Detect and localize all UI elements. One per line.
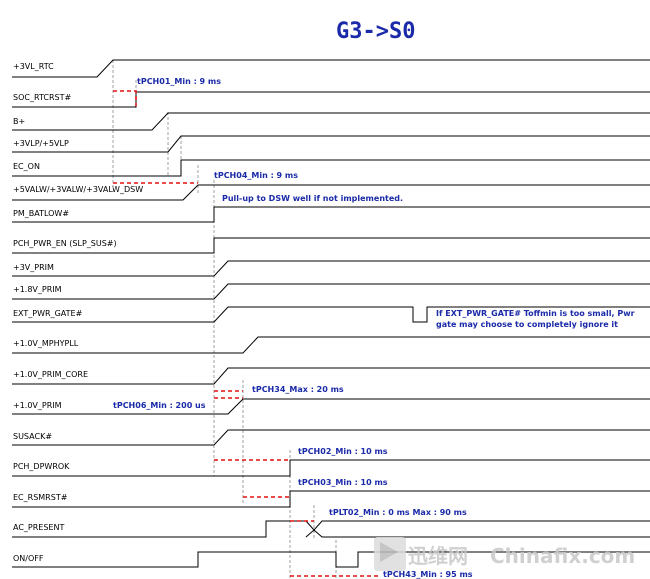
waveform-primcore bbox=[12, 367, 650, 385]
signal-label-rtc: +3VL_RTC bbox=[13, 62, 54, 71]
annotation-tpch02: tPCH02_Min : 10 ms bbox=[298, 447, 388, 456]
waveform-susack bbox=[12, 429, 650, 446]
waveform-valw bbox=[12, 184, 650, 201]
waveform-bplus bbox=[12, 112, 650, 131]
signal-label-batlow: PM_BATLOW# bbox=[13, 209, 69, 218]
signal-label-bplus: B+ bbox=[13, 117, 25, 126]
signal-label-susack: SUSACK# bbox=[13, 432, 52, 441]
annotation-tpch03: tPCH03_Min : 10 ms bbox=[298, 478, 388, 487]
waveform-vlp bbox=[12, 135, 650, 153]
watermark-logo-shape bbox=[380, 542, 398, 562]
signal-label-dpwrok: PCH_DPWROK bbox=[13, 462, 70, 471]
signal-label-pchpwren: PCH_PWR_EN (SLP_SUS#) bbox=[13, 239, 117, 248]
timing-marker-tpch01 bbox=[113, 90, 137, 106]
watermark-cn: 迅维网 bbox=[408, 544, 468, 568]
diagram-title: G3->S0 bbox=[336, 19, 415, 44]
waveform-econ bbox=[12, 159, 650, 177]
annotation-tpch43: tPCH43_Min : 95 ms bbox=[383, 570, 473, 579]
signal-label-valw: +5VALW/+3VALW/+3VALW_DSW bbox=[13, 185, 143, 194]
annotation-tpch34: tPCH34_Max : 20 ms bbox=[252, 385, 344, 394]
signal-label-primcore: +1.0V_PRIM_CORE bbox=[13, 370, 88, 379]
waveform-pchpwren bbox=[12, 237, 650, 254]
waveform-batlow bbox=[12, 206, 650, 223]
waveform-v10prim bbox=[12, 398, 650, 415]
annotation-tplt02: tPLT02_Min : 0 ms Max : 90 ms bbox=[329, 508, 467, 517]
annotation-tpch01: tPCH01_Min : 9 ms bbox=[137, 77, 221, 86]
signal-label-extpwr: EXT_PWR_GATE# bbox=[13, 309, 83, 318]
signal-label-vlp: +3VLP/+5VLP bbox=[13, 139, 69, 148]
annotation-tpch06: tPCH06_Min : 200 us bbox=[113, 401, 206, 410]
signal-label-rsmrst: EC_RSMRST# bbox=[13, 493, 68, 502]
signal-label-v18prim: +1.8V_PRIM bbox=[13, 285, 62, 294]
timing-markers bbox=[113, 90, 380, 577]
waveform-rsmrst bbox=[12, 490, 650, 508]
waveform-v18prim bbox=[12, 283, 650, 300]
signal-label-v10prim: +1.0V_PRIM bbox=[13, 401, 62, 410]
waveform-extpwr bbox=[12, 306, 650, 323]
annotation-extgate-line1: If EXT_PWR_GATE# Toffmin is too small, P… bbox=[436, 309, 635, 318]
signal-label-mphypll: +1.0V_MPHYPLL bbox=[13, 339, 79, 348]
annotation-pullup: Pull-up to DSW well if not implemented. bbox=[222, 194, 403, 203]
waveform-dpwrok bbox=[12, 459, 650, 477]
annotation-extgate-line2: gate may choose to completely ignore it bbox=[436, 320, 618, 329]
guide-lines bbox=[112, 60, 337, 579]
waveform-v3prim bbox=[12, 260, 650, 277]
waveform-rtcrst bbox=[12, 91, 650, 108]
signal-label-econ: EC_ON bbox=[13, 162, 40, 171]
annotation-tpch04: tPCH04_Min : 9 ms bbox=[214, 171, 298, 180]
signal-label-onoff: ON/OFF bbox=[13, 554, 44, 563]
waveform-onoff bbox=[12, 551, 650, 568]
watermark-en: Chinafix.com bbox=[490, 544, 635, 568]
signal-label-v3prim: +3V_PRIM bbox=[13, 263, 54, 272]
signal-label-rtcrst: SOC_RTCRST# bbox=[13, 93, 71, 102]
watermark: 迅维网 Chinafix.com bbox=[374, 537, 635, 571]
waveform-acpresent bbox=[12, 520, 650, 538]
waveforms bbox=[12, 59, 650, 568]
waveform-acpresent-cross bbox=[305, 529, 650, 538]
waveform-mphypll bbox=[12, 336, 650, 354]
waveform-rtc bbox=[12, 59, 650, 78]
signal-label-acpresent: AC_PRESENT bbox=[13, 523, 64, 532]
